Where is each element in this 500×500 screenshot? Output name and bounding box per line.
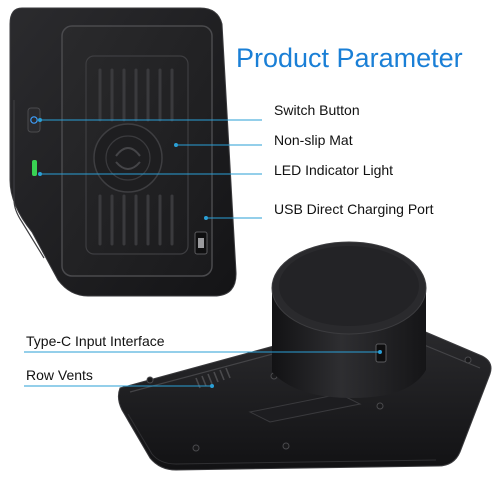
- label-led-indicator: LED Indicator Light: [274, 162, 394, 178]
- diagram-title: Product Parameter: [236, 43, 463, 73]
- led-indicator-part: [32, 160, 37, 176]
- label-row-vents: Row Vents: [26, 367, 93, 383]
- charging-pad: [9, 7, 237, 297]
- label-non-slip-mat: Non-slip Mat: [274, 132, 353, 148]
- label-type-c: Type-C Input Interface: [26, 333, 165, 349]
- power-icon: [30, 116, 38, 124]
- non-slip-mat-surface: [61, 25, 213, 277]
- charging-base: [117, 241, 492, 471]
- row-vents-part: [195, 367, 231, 389]
- label-switch-button: Switch Button: [274, 102, 360, 118]
- leader-lines: [24, 119, 380, 387]
- label-usb-port: USB Direct Charging Port: [274, 201, 434, 217]
